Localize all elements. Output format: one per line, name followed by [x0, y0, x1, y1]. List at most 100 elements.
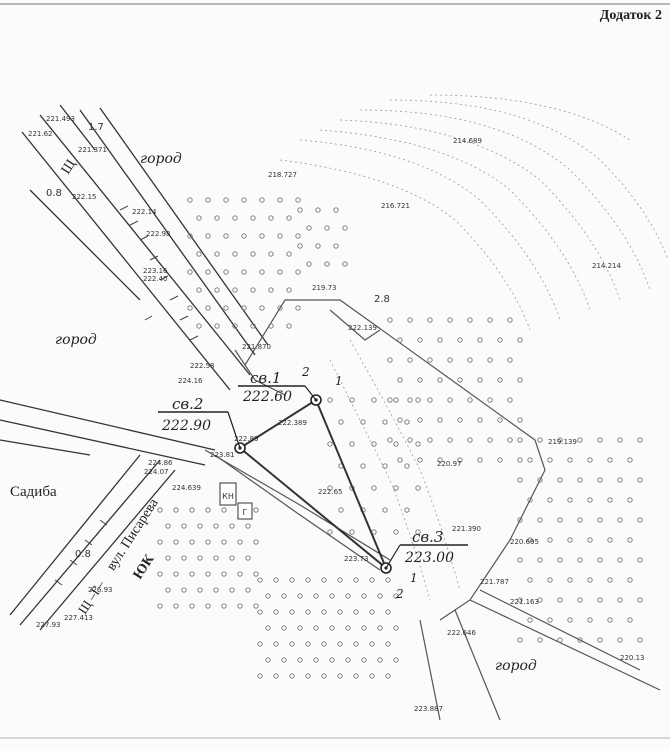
field-dot — [497, 337, 503, 343]
field-dot — [557, 477, 563, 483]
field-dot — [447, 357, 453, 363]
field-dot — [281, 593, 287, 599]
field-dot — [577, 557, 583, 563]
field-dot — [273, 641, 279, 647]
field-dot — [457, 377, 463, 383]
field-dot — [467, 437, 473, 443]
well-3-elevation: 223.00 — [404, 550, 454, 566]
field-dot — [627, 457, 633, 463]
street-code: ЮК — [131, 552, 158, 583]
elevation-label: 219.139 — [548, 438, 577, 446]
field-dot — [327, 441, 333, 447]
elevation-label: 223.73 — [344, 555, 369, 563]
well-3-label-box: св.3 223.00 — [385, 528, 468, 569]
field-dot — [241, 269, 247, 275]
field-dot — [607, 497, 613, 503]
field-dot — [165, 523, 171, 529]
field-dot — [173, 507, 179, 513]
elevation-label: 227.413 — [64, 614, 93, 622]
field-dot — [342, 225, 348, 231]
elevation-label: 214.689 — [453, 137, 482, 145]
field-dot — [273, 577, 279, 583]
field-dot — [313, 625, 319, 631]
elevation-label: 222.15 — [72, 193, 97, 201]
field-dot — [527, 577, 533, 583]
field-dot — [637, 437, 643, 443]
field-dot — [173, 539, 179, 545]
field-dot — [617, 437, 623, 443]
field-dot — [527, 497, 533, 503]
field-dot — [382, 419, 388, 425]
well-2-elevation: 222.90 — [161, 418, 211, 434]
field-dot — [333, 207, 339, 213]
parcel-boundary — [204, 299, 661, 721]
field-dot — [306, 261, 312, 267]
elevation-label: 220.97 — [437, 460, 462, 468]
field-dot — [281, 625, 287, 631]
field-dot — [286, 215, 292, 221]
field-dot — [407, 357, 413, 363]
field-dot — [295, 269, 301, 275]
field-dot — [232, 287, 238, 293]
field-dot — [289, 673, 295, 679]
field-dot — [507, 437, 513, 443]
building-kn: КН — [219, 482, 237, 506]
building-kn-label: КН — [222, 492, 234, 501]
field-dot — [627, 617, 633, 623]
field-dot — [587, 617, 593, 623]
elevation-label: 223.16 — [143, 267, 168, 275]
field-dot — [205, 603, 211, 609]
field-dot — [315, 207, 321, 213]
well-1-label-box: св.1 222.60 — [238, 369, 317, 405]
field-dot — [349, 529, 355, 535]
field-dot — [597, 477, 603, 483]
field-dot — [617, 517, 623, 523]
field-dot — [173, 571, 179, 577]
field-dot — [597, 597, 603, 603]
field-dot — [385, 609, 391, 615]
field-dot — [427, 357, 433, 363]
field-dot — [181, 523, 187, 529]
field-dot — [237, 539, 243, 545]
field-dot — [181, 555, 187, 561]
field-dot — [393, 529, 399, 535]
field-dot — [313, 593, 319, 599]
field-dot — [223, 305, 229, 311]
section-marker-1b: 1 — [410, 571, 418, 585]
field-dot — [253, 539, 259, 545]
field-dot — [387, 357, 393, 363]
field-dot — [369, 641, 375, 647]
field-dot — [221, 603, 227, 609]
field-dot — [517, 477, 523, 483]
elevation-label: 221.870 — [242, 343, 271, 351]
field-dot — [205, 197, 211, 203]
field-dot — [415, 441, 421, 447]
field-dot — [627, 537, 633, 543]
field-dot — [567, 457, 573, 463]
field-dot — [237, 571, 243, 577]
field-dot — [315, 243, 321, 249]
well-3-label: св.3 — [412, 528, 443, 546]
elevation-label: 221.163 — [510, 598, 539, 606]
field-dot — [327, 485, 333, 491]
field-dot — [221, 507, 227, 513]
field-dot — [295, 305, 301, 311]
field-dot — [289, 609, 295, 615]
field-dot — [415, 529, 421, 535]
field-dot — [437, 457, 443, 463]
field-dot — [447, 317, 453, 323]
elevation-label: 222.139 — [348, 324, 377, 332]
field-dot — [268, 323, 274, 329]
field-dot — [617, 557, 623, 563]
building-g: Г — [237, 502, 253, 520]
elevation-label: 223.81 — [210, 451, 235, 459]
field-dot — [377, 593, 383, 599]
field-dot — [393, 657, 399, 663]
field-dot — [189, 507, 195, 513]
field-dot — [487, 437, 493, 443]
field-dot — [327, 397, 333, 403]
field-dot — [587, 457, 593, 463]
area-label-garden-3: город — [495, 658, 537, 674]
field-dot — [337, 577, 343, 583]
field-dot — [213, 587, 219, 593]
